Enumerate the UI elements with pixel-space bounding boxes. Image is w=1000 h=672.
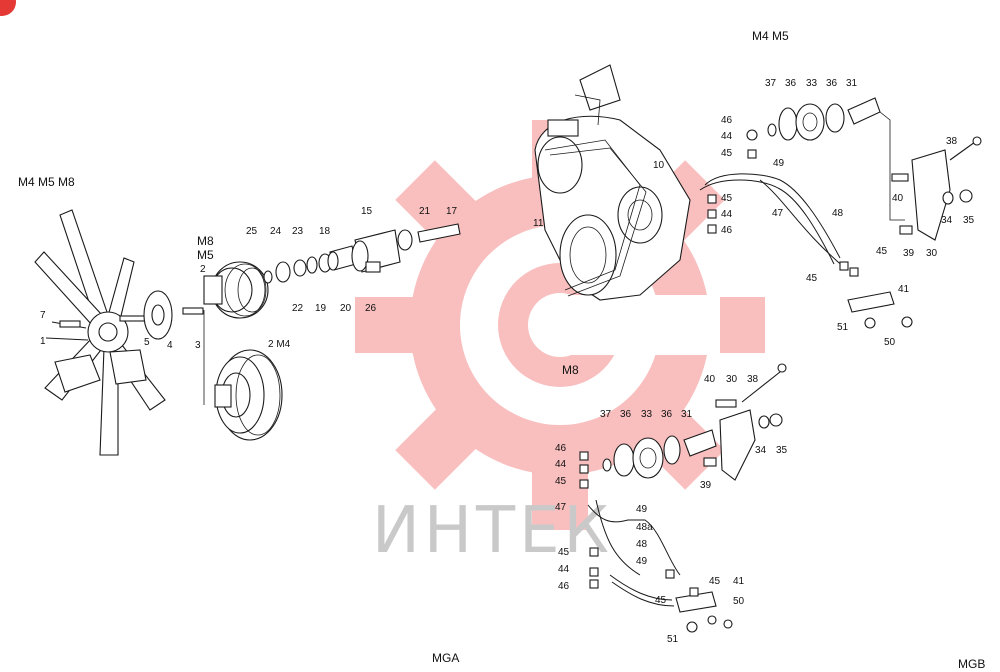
part-number: 46 xyxy=(558,581,570,592)
part-number: 35 xyxy=(776,445,788,456)
part-number: 38 xyxy=(747,374,759,385)
part-number: 21 xyxy=(419,206,431,217)
tensioner-housing xyxy=(351,229,401,273)
part-number: 33 xyxy=(641,409,653,420)
part-number: 49 xyxy=(636,504,648,515)
part-number: 44 xyxy=(721,131,733,142)
part-number: 30 xyxy=(726,374,738,385)
group-label-top-right: M4 M5 xyxy=(752,29,789,43)
pulley-m8-m5 xyxy=(203,261,269,319)
part-number: 51 xyxy=(837,322,849,333)
part-number: 40 xyxy=(704,374,716,385)
part-number: 26 xyxy=(365,303,377,314)
part-number: 2 M4 xyxy=(268,339,291,350)
part-number: 25 xyxy=(246,226,258,237)
part-number: 51 xyxy=(667,634,679,645)
group-label-m5: M5 xyxy=(197,248,214,262)
part-number: 40 xyxy=(892,193,904,204)
part-number: 48a xyxy=(636,522,653,533)
part-number: 31 xyxy=(846,78,858,89)
part-number: 15 xyxy=(361,206,373,217)
part-number: 45 xyxy=(709,576,721,587)
part-number: 5 xyxy=(144,337,150,348)
part-number: 24 xyxy=(270,226,282,237)
part-number: 41 xyxy=(733,576,745,587)
part-number: 19 xyxy=(315,303,327,314)
part-number: 7 xyxy=(40,310,46,321)
part-number: 35 xyxy=(963,215,975,226)
tensioner-m8 xyxy=(579,363,787,633)
part-number: 36 xyxy=(661,409,673,420)
engine-sketch xyxy=(534,64,691,301)
part-number: 36 xyxy=(826,78,838,89)
watermark-text: ИНТЕК xyxy=(372,494,613,568)
part-number: 49 xyxy=(636,556,648,567)
part-number: 4 xyxy=(167,340,173,351)
part-number: 30 xyxy=(926,248,938,259)
part-number: 37 xyxy=(600,409,612,420)
part-number: 46 xyxy=(721,115,733,126)
part-number: 44 xyxy=(558,564,570,575)
part-number: 31 xyxy=(681,409,693,420)
part-number: 45 xyxy=(655,595,667,606)
watermark-gear-logo xyxy=(355,120,765,530)
part-number: 1 xyxy=(40,336,46,347)
part-number: 37 xyxy=(765,78,777,89)
part-number: 17 xyxy=(446,206,458,217)
part-number: 48 xyxy=(636,539,648,550)
part-number: 50 xyxy=(884,337,896,348)
part-number: 50 xyxy=(733,596,745,607)
part-number: 10 xyxy=(653,160,665,171)
part-number: 41 xyxy=(898,284,910,295)
part-number: 34 xyxy=(941,215,953,226)
part-number: 45 xyxy=(555,476,567,487)
part-number: 44 xyxy=(555,459,567,470)
part-number: 44 xyxy=(721,209,733,220)
footer-label-mga: MGA xyxy=(432,651,459,665)
part-number: 38 xyxy=(946,136,958,147)
part-number: 45 xyxy=(558,547,570,558)
fan-hub xyxy=(143,290,173,340)
part-number: 45 xyxy=(806,273,818,284)
part-number: 3 xyxy=(195,340,201,351)
fan-assembly xyxy=(34,209,166,456)
part-number: 33 xyxy=(806,78,818,89)
group-label-middle: M8 xyxy=(562,363,579,377)
part-number: 18 xyxy=(319,226,331,237)
part-number: 45 xyxy=(721,148,733,159)
corner-badge xyxy=(0,0,16,16)
part-number: 49 xyxy=(773,158,785,169)
part-number: 34 xyxy=(755,445,767,456)
footer-label-mgb: MGB xyxy=(958,657,985,671)
part-number: 36 xyxy=(620,409,632,420)
part-number: 46 xyxy=(721,225,733,236)
part-number: 2 xyxy=(200,264,206,275)
group-label-m8: M8 xyxy=(197,234,214,248)
part-number: 36 xyxy=(785,78,797,89)
part-number: 20 xyxy=(340,303,352,314)
part-number: 22 xyxy=(292,303,304,314)
part-number: 48 xyxy=(832,208,844,219)
part-number: 47 xyxy=(555,502,567,513)
part-number: 45 xyxy=(721,193,733,204)
part-number: 11 xyxy=(533,218,544,229)
part-number: 45 xyxy=(876,246,888,257)
part-number: 39 xyxy=(700,480,712,491)
tensioner-m4-m5 xyxy=(699,97,982,329)
group-label-left: M4 M5 M8 xyxy=(18,175,75,189)
part-number: 23 xyxy=(292,226,304,237)
part-number: 46 xyxy=(555,443,567,454)
part-number: 47 xyxy=(772,208,784,219)
part-number: 39 xyxy=(903,248,915,259)
pulley-m4 xyxy=(214,349,283,441)
